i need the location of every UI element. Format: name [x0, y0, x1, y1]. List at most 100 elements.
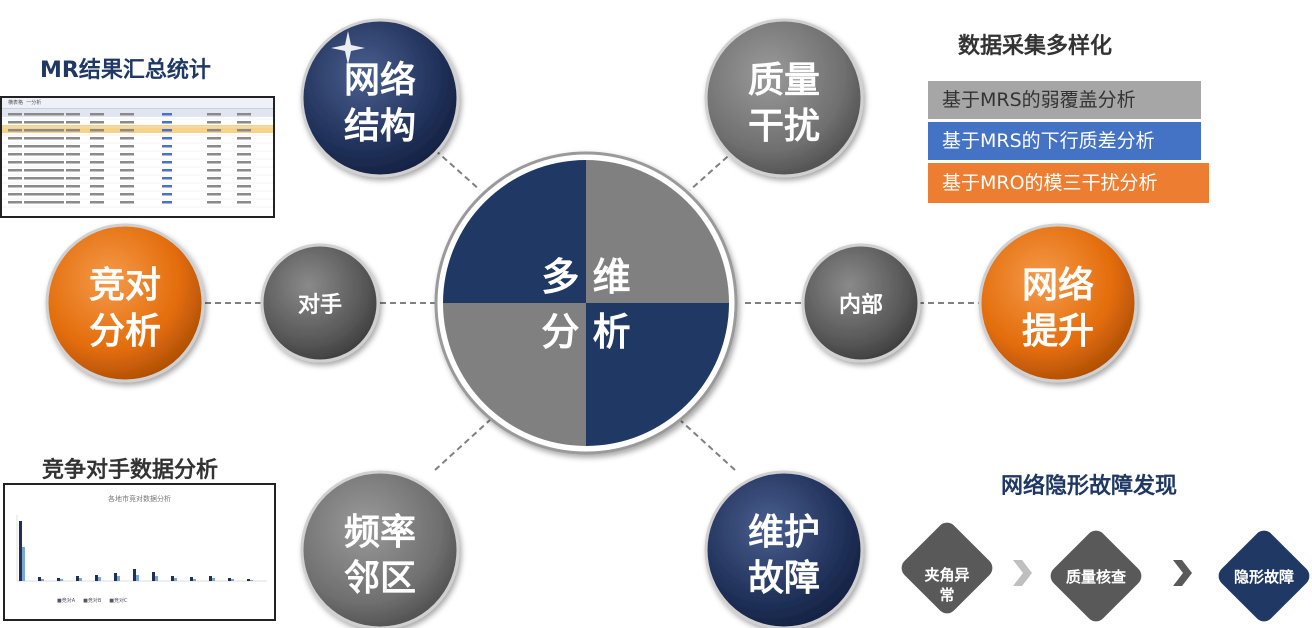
table-cell	[66, 129, 80, 132]
node-opponent: 对手	[260, 243, 380, 363]
table-cell	[90, 121, 104, 124]
table-cell	[162, 177, 172, 180]
table-cell	[120, 153, 134, 156]
table-cell	[50, 137, 64, 140]
svg-text:质量: 质量	[748, 60, 820, 101]
table-cell	[66, 185, 80, 188]
table-cell	[90, 153, 104, 156]
svg-text:分析: 分析	[89, 311, 161, 352]
pie-quadrant-tl	[443, 160, 586, 303]
table-cell	[162, 153, 172, 156]
chart-bar	[155, 576, 158, 581]
table-cell	[207, 153, 221, 156]
table-cell	[162, 201, 172, 204]
chevron-right-icon	[1173, 560, 1192, 586]
connector-freq	[434, 419, 491, 471]
table-cell	[90, 161, 104, 164]
table-cell	[120, 161, 134, 164]
table-cell	[120, 193, 134, 196]
table-cell	[24, 113, 38, 116]
table-cell	[237, 121, 251, 124]
table-cell	[36, 169, 50, 172]
chart-bar	[19, 521, 22, 581]
mr-summary-title: MR结果汇总统计	[40, 58, 211, 83]
table-cell	[207, 113, 221, 116]
table-cell	[207, 185, 221, 188]
table-cell	[50, 185, 64, 188]
table-cell	[8, 121, 22, 124]
table-cell	[24, 161, 38, 164]
table-cell	[207, 169, 221, 172]
table-cell	[162, 145, 172, 148]
table-cell	[162, 113, 172, 116]
chart-bar	[57, 578, 60, 581]
connector-quality	[689, 149, 736, 191]
center-label-1: 多 维	[541, 255, 630, 299]
table-cell	[162, 161, 172, 164]
table-cell	[66, 201, 80, 204]
table-cell	[24, 169, 38, 172]
table-cell	[237, 169, 251, 172]
tab-label-1[interactable]: 横表格	[8, 100, 24, 106]
table-cell	[120, 177, 134, 180]
table-cell	[237, 145, 251, 148]
table-cell	[24, 153, 38, 156]
svg-text:结构: 结构	[344, 106, 416, 147]
chart-bar	[152, 572, 155, 581]
table-cell	[120, 201, 134, 204]
chart-bar	[114, 573, 117, 581]
table-cell	[8, 193, 22, 196]
center-pie: 多 维 分 析	[434, 151, 738, 455]
table-cell	[162, 185, 172, 188]
table-cell	[207, 129, 221, 132]
collection-item-1: 基于MRS的弱覆盖分析	[928, 81, 1201, 119]
table-cell	[120, 113, 134, 116]
chevron-right-icon	[1013, 560, 1032, 586]
table-cell	[8, 201, 22, 204]
table-cell	[8, 129, 22, 132]
table-cell	[8, 153, 22, 156]
table-cell	[120, 185, 134, 188]
hidden-fault-flow: 夹角异 常 质量核查 隐形故障	[901, 522, 1310, 622]
table-cell	[50, 161, 64, 164]
pie-quadrant-bl	[443, 303, 586, 446]
table-cell	[8, 113, 22, 116]
table-cell	[50, 201, 64, 204]
table-cell	[162, 137, 172, 140]
node-quality-interference: 质量 干扰	[704, 18, 864, 178]
chart-bar	[193, 579, 196, 581]
competitor-data-title: 竞争对手数据分析	[42, 458, 219, 483]
chart-bar	[247, 579, 250, 581]
connector-lines	[205, 149, 982, 471]
chart-bar	[171, 576, 174, 581]
table-cell	[36, 113, 50, 116]
table-cell	[8, 161, 22, 164]
collection-item-2: 基于MRS的下行质差分析	[928, 122, 1201, 160]
legend-item-1: ■竞对A	[57, 598, 76, 604]
table-cell	[162, 129, 172, 132]
table-cell	[90, 185, 104, 188]
chart-bar	[60, 579, 63, 581]
svg-text:网络: 网络	[344, 59, 416, 101]
table-cell	[207, 201, 221, 204]
table-cell	[237, 193, 251, 196]
table-cell	[50, 177, 64, 180]
center-label-2: 分 析	[541, 310, 630, 354]
chart-bar	[190, 577, 193, 581]
table-cell	[50, 193, 64, 196]
chart-bar	[250, 580, 253, 581]
legend-item-3: ■竞对C	[109, 598, 128, 604]
tab-label-2[interactable]: 一分析	[26, 100, 42, 106]
competitor-chart: 各地市竞对数据分析 ■竞对A ■竞对B ■竞对C	[3, 483, 276, 621]
chart-bar	[136, 575, 139, 581]
table-cell	[90, 193, 104, 196]
pie-quadrant-br	[586, 303, 729, 446]
table-cell	[207, 177, 221, 180]
flow-step-2: 质量核查	[1050, 530, 1142, 622]
table-cell	[237, 185, 251, 188]
table-cell	[24, 201, 38, 204]
table-cell	[120, 169, 134, 172]
table-grid	[2, 109, 273, 208]
chart-bar	[231, 579, 234, 581]
